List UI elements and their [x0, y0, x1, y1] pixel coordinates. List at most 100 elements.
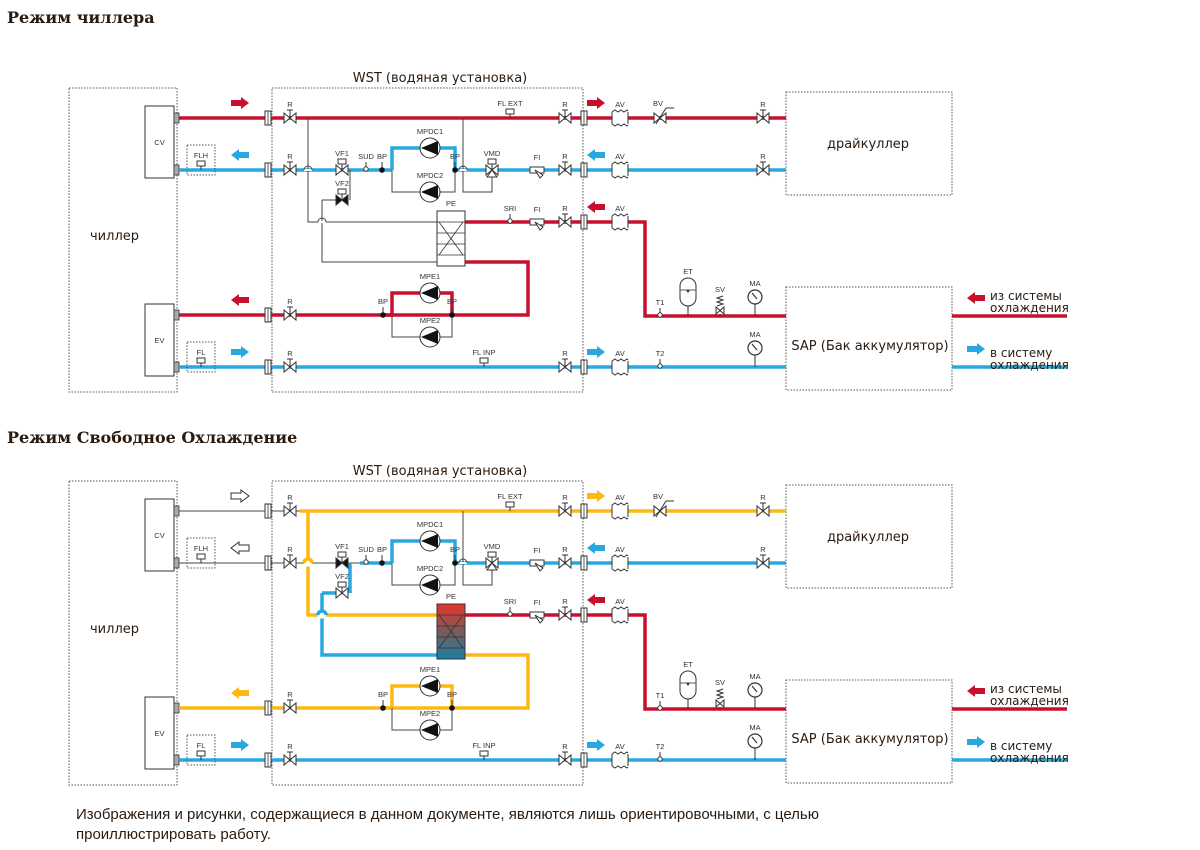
pipe-vmd-bypass [462, 118, 493, 193]
flow-arrow-left-icon [587, 201, 605, 213]
valve-r: R [283, 349, 297, 374]
flow-arrow-left-icon [231, 687, 249, 699]
av-icon [611, 554, 629, 572]
pe-cross [438, 614, 464, 649]
filter-label: FI [534, 598, 541, 607]
filter-icon [534, 562, 544, 572]
crossover-icon [302, 557, 314, 564]
pe-cross [438, 221, 464, 256]
anti-vibration-joint: AV [611, 204, 629, 231]
pump: MPDC2 [417, 171, 443, 203]
flow-switch-icon [505, 108, 515, 115]
pipe-pe-glycol-in [306, 511, 437, 617]
pump-triangle [421, 723, 438, 737]
valve-r: R [558, 349, 572, 374]
av-bg [612, 113, 628, 123]
sap-box [785, 679, 953, 784]
sensor-label: SUD [358, 152, 374, 161]
pipe-pe-cold-out [320, 593, 437, 657]
valve-label: R [760, 545, 766, 554]
flow-arrow-left-icon [231, 149, 249, 161]
flow-switch: FL EXT [497, 99, 523, 118]
sap-label: SAP (Бак аккумулятор) [791, 339, 948, 354]
temperature-sensor: SUD [358, 545, 374, 565]
pump: MPE2 [419, 316, 441, 348]
sensor-label: SRI [504, 597, 517, 606]
pump-label: MPE2 [420, 709, 440, 718]
valve-label: R [760, 493, 766, 502]
flow-arrow-left-icon [967, 685, 985, 697]
pipe-mpe2-out [440, 315, 453, 338]
anti-vibration-joint: AV [611, 493, 629, 520]
pump: MPDC1 [417, 127, 443, 159]
three-way-port [486, 169, 498, 178]
chiller-mode-diagram: WST (водяная установка)чиллердрайкуллерS… [68, 71, 1069, 393]
flow-arrow-left-icon [587, 542, 605, 554]
evaporator-unit [144, 303, 175, 377]
bv-label: BV [653, 492, 663, 501]
chiller-box [68, 480, 178, 786]
condenser-unit [144, 498, 175, 572]
flow-arrow-right-icon [230, 489, 250, 503]
connector-icon [173, 361, 180, 373]
av-label: AV [615, 545, 624, 554]
pipe-system-return [465, 220, 786, 318]
anti-vibration-joint: AV [611, 545, 629, 572]
pipe-mpe1-in [383, 291, 420, 317]
chiller-box [68, 87, 178, 393]
crossover-gap [304, 169, 312, 171]
flow-switch-label: FL [197, 348, 206, 357]
gauge-needle [751, 685, 758, 693]
valve-label: R [287, 690, 293, 699]
filter: FI [529, 546, 545, 572]
sensor-icon [657, 756, 663, 762]
solenoid-valve: VF1 [335, 542, 349, 570]
valve-r: R [283, 493, 297, 518]
evaporator-unit [144, 696, 175, 770]
gauge-needle [751, 736, 758, 744]
pipe-pe-primary-out [321, 200, 437, 263]
solenoid-actuator [337, 581, 347, 588]
pump: MPE1 [419, 272, 441, 304]
pipe-system-return [465, 613, 786, 711]
bp-label: BP [447, 690, 457, 699]
crossover-gap [459, 169, 467, 171]
pump-triangle [421, 578, 438, 592]
crossover-icon [317, 217, 327, 223]
gauge-label: MA [749, 672, 760, 681]
av-label: AV [615, 152, 624, 161]
pipe-mpdc2-in [391, 563, 420, 586]
valve-r: R [283, 100, 297, 125]
actuator [487, 158, 497, 165]
fl-box [186, 734, 216, 766]
crossover-gap [304, 559, 312, 567]
sensor-label: T2 [656, 742, 665, 751]
condenser-unit [144, 105, 175, 179]
flow-arrow-right-icon [967, 343, 985, 355]
wst-title: WST (водяная установка) [353, 71, 527, 86]
fl-box [186, 341, 216, 373]
pipe-glycol-return [179, 653, 530, 710]
pump: MPDC1 [417, 520, 443, 552]
gauge-label: MA [749, 723, 760, 732]
valve-r: R [558, 152, 572, 177]
flow-switch-label: FL INP [472, 741, 495, 750]
valve-label: R [562, 597, 568, 606]
sensor-label: SUD [358, 545, 374, 554]
flow-arrow-right-icon [587, 490, 605, 502]
pump: MPE2 [419, 709, 441, 741]
solenoid-label: VF1 [335, 542, 349, 551]
av-label: AV [615, 742, 624, 751]
flh-box [186, 144, 216, 176]
av-icon [611, 502, 629, 520]
av-label: AV [615, 204, 624, 213]
solenoid-label: VF2 [335, 179, 349, 188]
valve-r: R [558, 493, 572, 518]
av-icon [611, 751, 629, 769]
pipe-vmd-bypass [462, 511, 493, 586]
pressure-gauge: MA [747, 723, 763, 760]
pipe-mpdc2-out [440, 563, 456, 586]
chiller-label: чиллер [90, 622, 139, 637]
flow-switch: FL EXT [497, 492, 523, 511]
